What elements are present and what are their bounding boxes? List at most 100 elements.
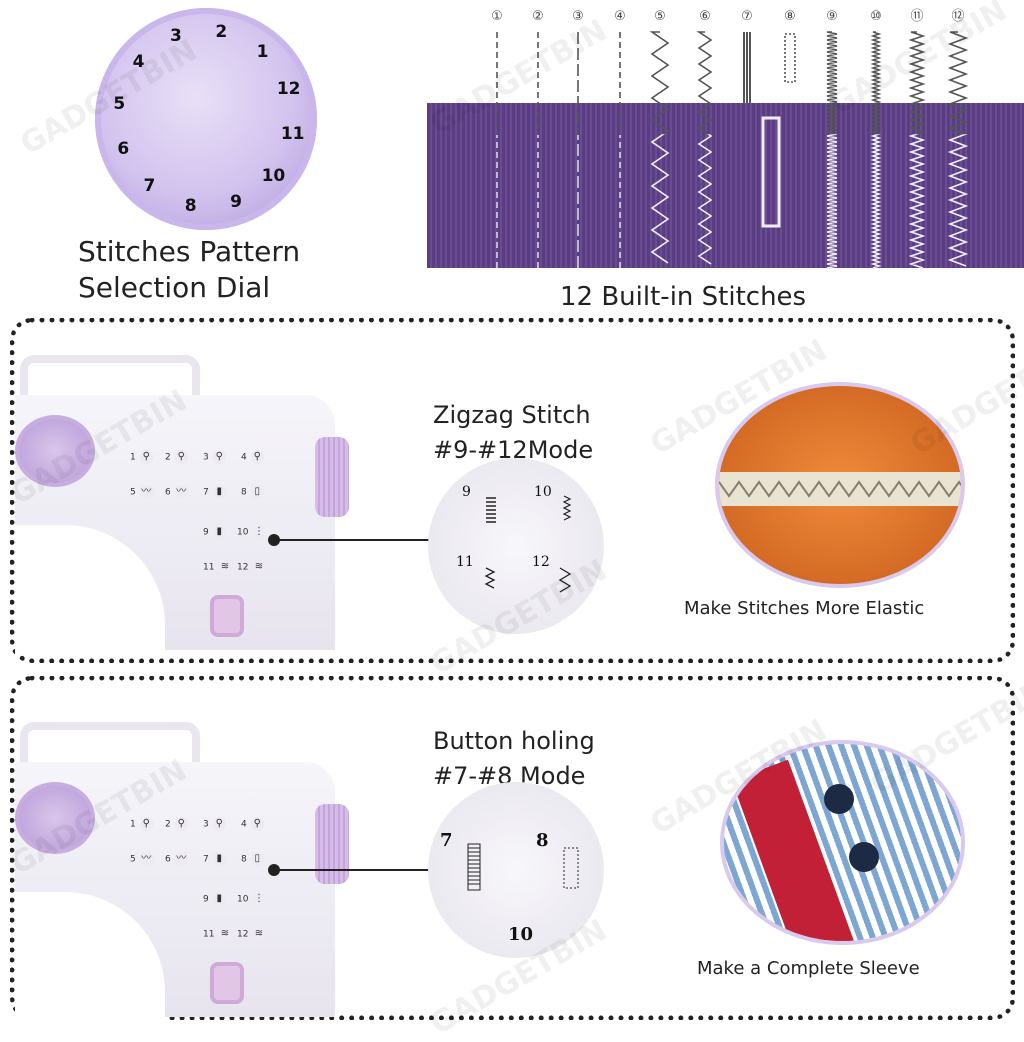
key-number: 5 [130,854,136,865]
stitch-pattern-7 [743,32,751,104]
fabric-sample [427,103,1024,268]
stitch-key-9: 9▮ [203,525,226,539]
buttonhole-panel [10,676,1015,1020]
handwheel [315,804,349,884]
machine-handle [20,722,200,772]
pointer-line [272,869,432,871]
stitch-key-12: 12≋ [237,560,266,574]
sewing-machine-image: 1⚲2⚲3⚲4⚲5〰6〰7▮8▯9▮10⋮11≋12≋ [15,722,355,1022]
key-number: 8 [241,487,247,498]
key-number: 9 [203,894,209,905]
dial-number-10: 10 [261,165,286,186]
key-number: 9 [203,527,209,538]
buttonhole-title-line1: Button holing [433,727,595,755]
zigzag-title: Zigzag Stitch #9-#12Mode [433,398,593,468]
dial-number-11: 11 [280,124,305,145]
stitch-key-4: 4⚲ [241,817,264,831]
stitch-key-6: 6〰 [165,852,188,866]
stitches-caption: 12 Built-in Stitches [560,282,807,312]
stitch-pattern-8 [784,33,796,83]
key-number: 7 [203,854,209,865]
stitch-glyph-icon: ⚲ [174,817,188,831]
stitch-glyph-icon: ⚲ [250,450,264,464]
dial-number-9: 9 [230,191,243,212]
key-number: 6 [165,854,171,865]
stitch-key-11: 11≋ [203,560,232,574]
dial-number-8: 8 [184,195,197,216]
stitch-glyph-icon: 〰 [139,852,153,866]
stitch-number-6: ⑥ [699,9,711,24]
stitch-glyph-icon: 〰 [174,485,188,499]
key-number: 8 [241,854,247,865]
mag-label-11: 11 [456,554,474,570]
dial-number-12: 12 [276,78,301,99]
mag-label-8: 8 [536,830,549,851]
stitch-number-10: ⑩ [870,9,882,24]
button-1 [824,784,854,814]
buttonhole-magnifier: 7 8 10 [428,782,604,958]
stitch-key-8: 8▯ [241,485,264,499]
key-number: 1 [130,819,136,830]
dial-number-5: 5 [113,93,126,114]
stitch-glyph-icon: ⚲ [174,450,188,464]
stitch-glyph-icon: ▮ [212,892,226,906]
handwheel [315,437,349,517]
reverse-button [210,595,244,637]
stitch-key-2: 2⚲ [165,817,188,831]
stitch-key-6: 6〰 [165,485,188,499]
key-number: 4 [241,452,247,463]
dial-number-3: 3 [169,26,182,47]
mag-label-10: 10 [508,924,534,945]
stitch-key-11: 11≋ [203,927,232,941]
stitch-key-7: 7▮ [203,852,226,866]
machine-handle [20,355,200,405]
stitch-glyph-icon: 〰 [174,852,188,866]
machine-dial [15,782,95,854]
key-number: 6 [165,487,171,498]
stitch-key-3: 3⚲ [203,450,226,464]
key-number: 12 [237,562,249,573]
stitch-number-8: ⑧ [784,9,796,24]
key-number: 10 [237,527,249,538]
shirt-sleeve-photo [720,740,965,945]
stitch-glyph-icon: ▮ [212,485,226,499]
mag-label-10: 10 [534,484,552,500]
dial-number-7: 7 [143,176,156,197]
stitch-key-3: 3⚲ [203,817,226,831]
stitch-glyph-icon: ⋮ [252,525,266,539]
stitch-glyph-icon: ⚲ [212,817,226,831]
dial-caption-line2: Selection Dial [78,271,271,304]
stitch-glyph-icon: ⋮ [252,892,266,906]
stitch-number-9: ⑨ [826,9,838,24]
key-number: 4 [241,819,247,830]
dial-number-2: 2 [215,22,228,43]
stitch-on-fabric-8 [785,34,795,82]
stitch-key-9: 9▮ [203,892,226,906]
stitch-number-3: ③ [572,9,584,24]
stitch-key-12: 12≋ [237,927,266,941]
stitch-glyph-icon: ≋ [218,927,232,941]
zigzag-caption: Make Stitches More Elastic [684,598,925,619]
stitch-key-4: 4⚲ [241,450,264,464]
stitch-glyph-icon: ≋ [218,560,232,574]
key-number: 12 [237,929,249,940]
stitch-glyph-icon: 〰 [139,485,153,499]
dial-number-6: 6 [117,139,130,160]
zigzag-title-line1: Zigzag Stitch [433,401,591,429]
pointer-dot [268,864,280,876]
stitch-key-1: 1⚲ [130,817,153,831]
key-number: 7 [203,487,209,498]
buttonhole-caption: Make a Complete Sleeve [697,958,920,979]
mag-label-9: 9 [462,484,471,500]
stitch-key-7: 7▮ [203,485,226,499]
elastic-fabric-photo [715,382,965,588]
stitch-glyph-icon: ⚲ [139,450,153,464]
stitch-key-5: 5〰 [130,852,153,866]
buttonhole-on-fabric [761,116,781,228]
stitch-key-2: 2⚲ [165,450,188,464]
key-number: 5 [130,487,136,498]
stitch-key-10: 10⋮ [237,525,266,539]
key-number: 2 [165,452,171,463]
stitch-glyph-icon: ▮ [212,525,226,539]
